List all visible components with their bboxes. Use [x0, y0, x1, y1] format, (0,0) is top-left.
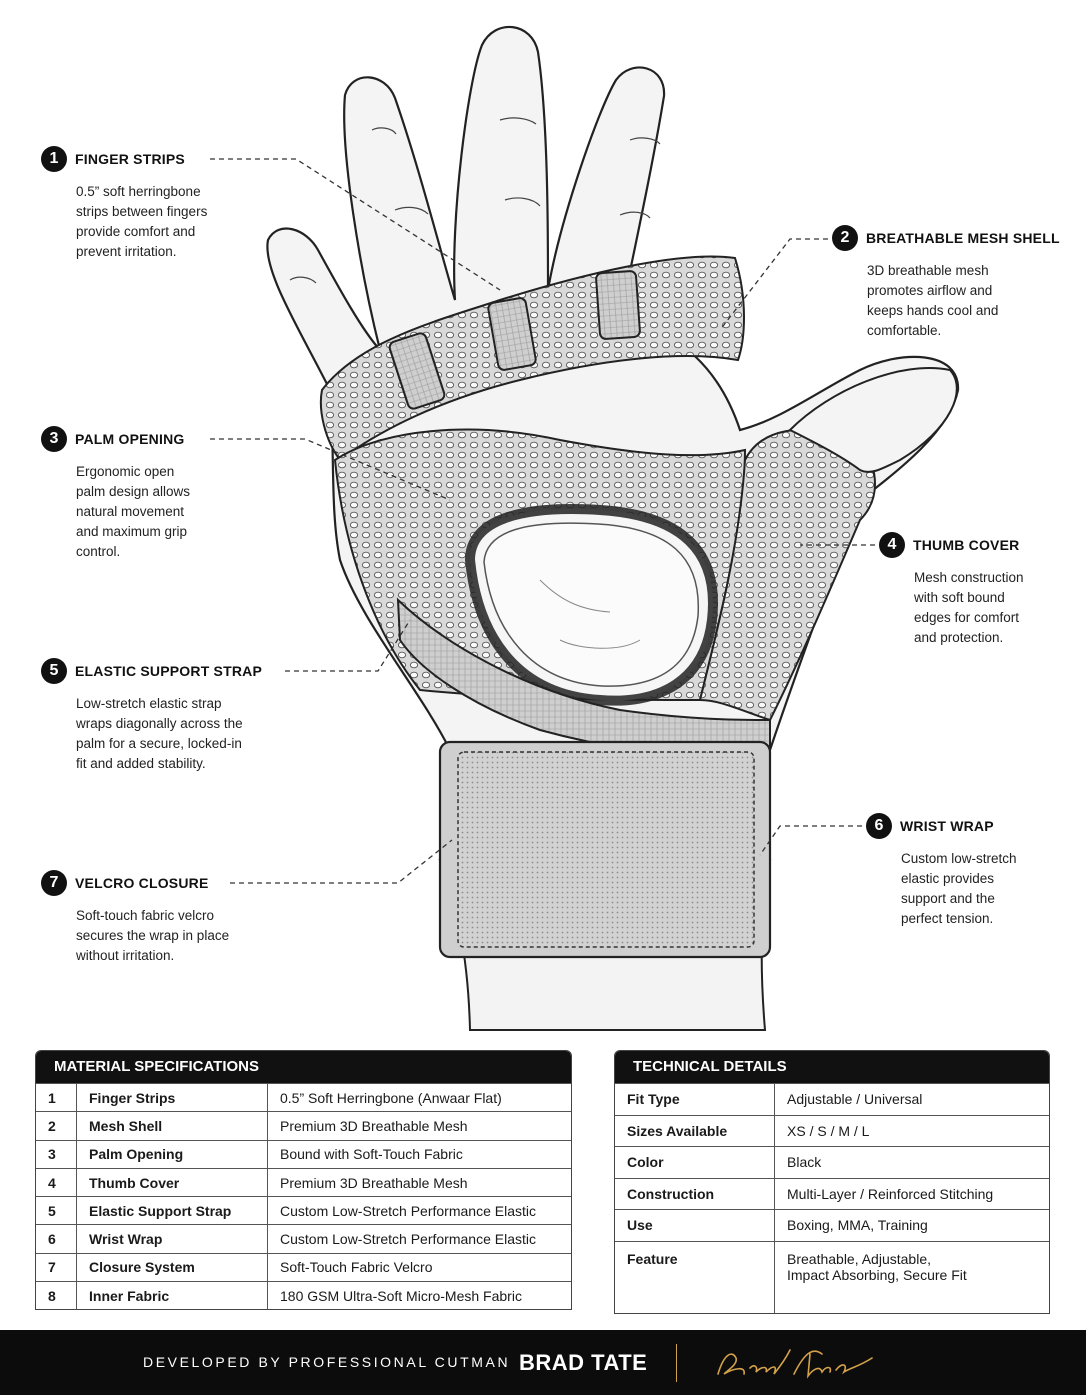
velcro-panel: [457, 751, 755, 948]
callout-number: 6: [866, 813, 892, 839]
component-name: Closure System: [76, 1252, 268, 1282]
component-name: Mesh Shell: [76, 1111, 268, 1141]
callout-breathable-mesh-shell: 2 BREATHABLE MESH SHELL 3D breathable mes…: [832, 225, 1060, 341]
component-name: Palm Opening: [76, 1139, 268, 1169]
glove-illustration: [210, 26, 960, 1031]
callout-number: 2: [832, 225, 858, 251]
callout-velcro-closure: 7 VELCRO CLOSURE Soft-touch fabric velcro…: [41, 870, 229, 966]
detail-value: Multi-Layer / Reinforced Stitching: [774, 1177, 1049, 1210]
row-number: 7: [36, 1252, 77, 1282]
callout-number: 1: [41, 146, 67, 172]
callout-title: ELASTIC SUPPORT STRAP: [75, 663, 262, 679]
row-number: 6: [36, 1224, 77, 1254]
developer-name: BRAD TATE: [519, 1350, 648, 1375]
component-material: Custom Low-Stretch Performance Elastic: [267, 1224, 571, 1254]
callout-number: 5: [41, 658, 67, 684]
component-material: Soft-Touch Fabric Velcro: [267, 1252, 571, 1282]
detail-value: Adjustable / Universal: [774, 1083, 1049, 1115]
callout-title: PALM OPENING: [75, 431, 185, 447]
component-material: Premium 3D Breathable Mesh: [267, 1111, 571, 1141]
detail-value: Breathable, Adjustable, Impact Absorbing…: [774, 1240, 1049, 1313]
callout-number: 3: [41, 426, 67, 452]
component-material: Custom Low-Stretch Performance Elastic: [267, 1196, 571, 1225]
callout-title: FINGER STRIPS: [75, 151, 185, 167]
table-heading: MATERIAL SPECIFICATIONS: [36, 1051, 571, 1083]
row-number: 8: [36, 1281, 77, 1310]
row-number: 2: [36, 1111, 77, 1141]
row-number: 3: [36, 1139, 77, 1169]
row-number: 5: [36, 1196, 77, 1225]
detail-label: Sizes Available: [615, 1114, 775, 1147]
signature-image: [717, 1349, 873, 1379]
developed-by-text: DEVELOPED BY PROFESSIONAL CUTMAN: [143, 1354, 511, 1370]
callout-title: WRIST WRAP: [900, 818, 994, 834]
footer-bar: DEVELOPED BY PROFESSIONAL CUTMAN BRAD TA…: [0, 1330, 1086, 1395]
detail-label: Fit Type: [615, 1083, 775, 1115]
component-material: Premium 3D Breathable Mesh: [267, 1167, 571, 1197]
detail-label: Color: [615, 1146, 775, 1178]
callout-number: 7: [41, 870, 67, 896]
callout-number: 4: [879, 532, 905, 558]
component-name: Elastic Support Strap: [76, 1196, 268, 1225]
footer-divider: [676, 1344, 677, 1382]
detail-label: Feature: [615, 1240, 775, 1313]
detail-value: Boxing, MMA, Training: [774, 1209, 1049, 1241]
table-heading: TECHNICAL DETAILS: [615, 1051, 1049, 1083]
detail-label: Use: [615, 1209, 775, 1241]
detail-value: Black: [774, 1146, 1049, 1178]
component-name: Inner Fabric: [76, 1281, 268, 1310]
detail-value: XS / S / M / L: [774, 1114, 1049, 1147]
row-number: 1: [36, 1082, 77, 1112]
callout-title: THUMB COVER: [913, 537, 1020, 553]
component-name: Wrist Wrap: [76, 1224, 268, 1254]
component-name: Thumb Cover: [76, 1167, 268, 1197]
component-material: Bound with Soft-Touch Fabric: [267, 1139, 571, 1169]
row-number: 4: [36, 1167, 77, 1197]
callout-title: VELCRO CLOSURE: [75, 875, 209, 891]
callout-elastic-support-strap: 5 ELASTIC SUPPORT STRAP Low-stretch elast…: [41, 658, 262, 774]
component-name: Finger Strips: [76, 1082, 268, 1112]
component-material: 0.5” Soft Herringbone (Anwaar Flat): [267, 1082, 571, 1112]
leader-lines: [210, 158, 875, 884]
component-material: 180 GSM Ultra-Soft Micro-Mesh Fabric: [267, 1281, 571, 1310]
detail-label: Construction: [615, 1177, 775, 1210]
callout-title: BREATHABLE MESH SHELL: [866, 230, 1060, 246]
